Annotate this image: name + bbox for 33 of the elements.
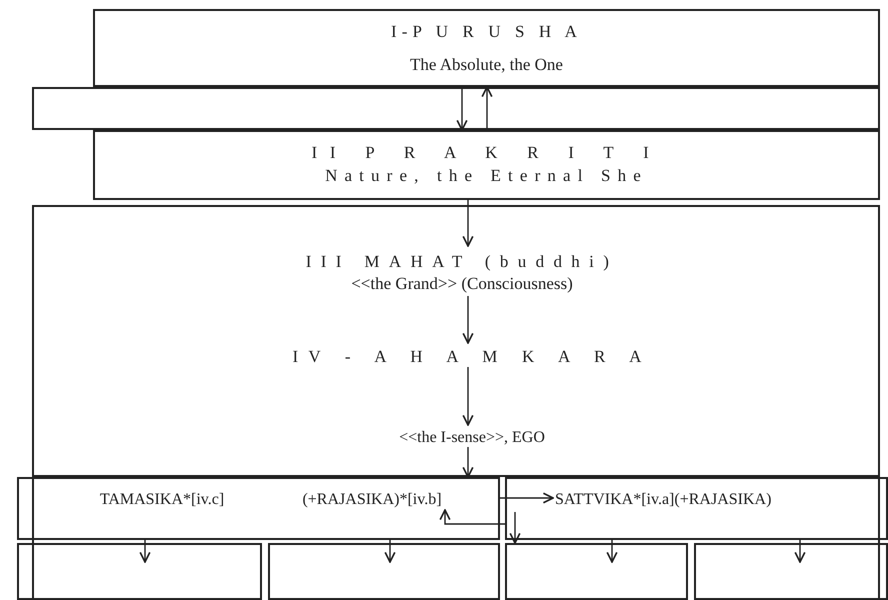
arrow: [500, 492, 554, 504]
node-subtitle: The Absolute, the One: [410, 54, 563, 76]
arrow: [384, 540, 396, 563]
empty-box: [17, 477, 500, 540]
node-label: (+RAJASIKA)*[iv.b]: [272, 488, 472, 512]
arrow: [456, 87, 468, 131]
empty-box: [268, 543, 500, 600]
node-subtitle: Nature, the Eternal She: [325, 165, 648, 187]
empty-box: [505, 477, 888, 540]
node-label: SATTVIKA*[iv.a](+RAJASIKA): [555, 488, 865, 512]
text-box: [93, 9, 880, 87]
arrow: [139, 540, 151, 563]
node-label: TAMASIKA*[iv.c]: [62, 488, 262, 512]
arrow: [462, 447, 474, 478]
node-title: III MAHAT (buddhi): [306, 250, 618, 273]
arrow: [481, 86, 493, 130]
node-title: I-P U R U S H A: [390, 20, 582, 43]
node-label: IV - A H A M K A R A: [232, 345, 712, 369]
arrow: [439, 509, 505, 525]
empty-box: [694, 543, 888, 600]
arrow: [462, 367, 474, 426]
arrow: [794, 540, 806, 563]
empty-box: [32, 205, 880, 477]
arrow: [462, 296, 474, 344]
node-title: II P R A K R I T I: [311, 142, 662, 164]
node-label: <<the I-sense>>, EGO: [282, 427, 662, 449]
text-box: [93, 130, 880, 200]
arrow: [606, 540, 618, 563]
node-subtitle: <<the Grand>> (Consciousness): [351, 273, 573, 295]
empty-box: [505, 543, 688, 600]
empty-box: [17, 543, 262, 600]
arrow: [462, 200, 474, 247]
arrow: [509, 512, 521, 544]
